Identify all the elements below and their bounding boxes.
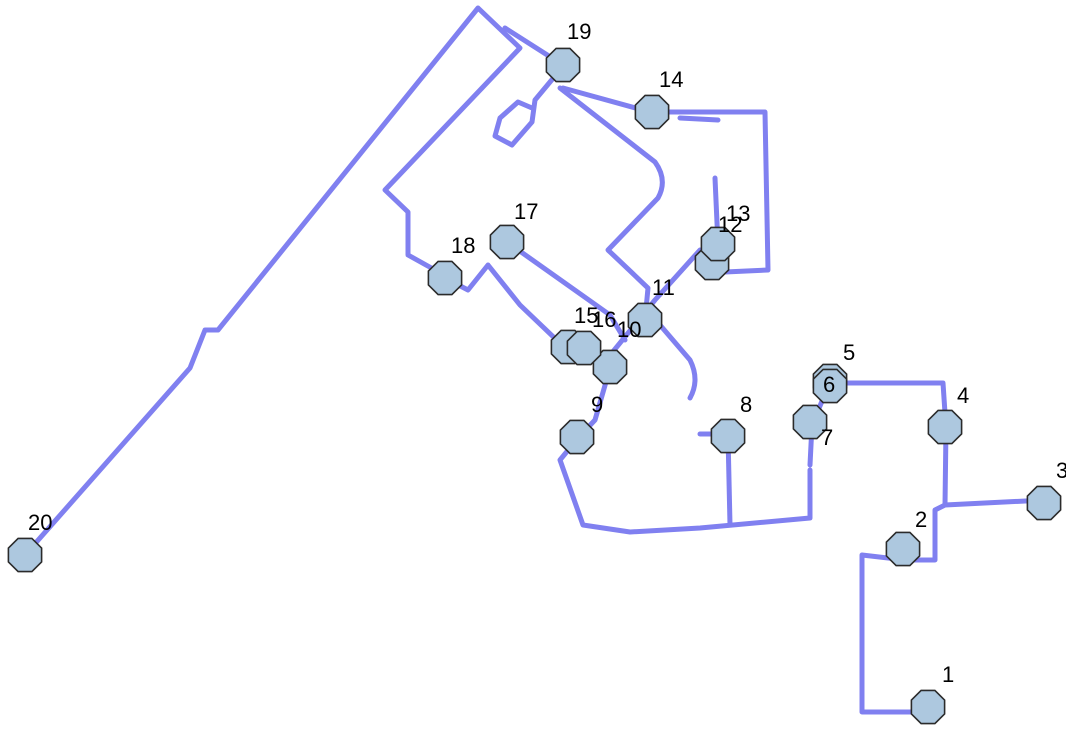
route-segment-west-loop: [22, 5, 523, 558]
stop-label-4: 4: [957, 383, 969, 408]
stop-label-3: 3: [1056, 458, 1066, 483]
stop-marker-7[interactable]: [792, 404, 828, 440]
route-segment-south-loop: [557, 435, 813, 535]
stop-label-9: 9: [591, 392, 603, 417]
stop-marker-1[interactable]: [910, 689, 946, 725]
stop-label-13: 13: [726, 201, 750, 226]
stop-marker-6[interactable]: [812, 368, 848, 404]
stop-label-5: 5: [843, 340, 855, 365]
stop-label-1: 1: [942, 662, 954, 687]
stop-label-2: 2: [915, 507, 927, 532]
stop-marker-3[interactable]: [1026, 485, 1062, 521]
stop-label-18: 18: [451, 233, 475, 258]
route-segment-10-to-11: [595, 247, 703, 373]
route-segment-11-hook: [657, 322, 698, 401]
stop-label-12: 12: [718, 212, 742, 237]
stop-marker-2[interactable]: [885, 531, 921, 567]
stop-label-19: 19: [567, 19, 591, 44]
stop-marker-20[interactable]: [7, 537, 43, 573]
stop-label-14: 14: [659, 67, 683, 92]
route-segment-north-east-loop: [560, 85, 771, 275]
route-segment-18-to-15: [442, 262, 568, 351]
stop-marker-11[interactable]: [627, 302, 663, 338]
stop-label-15: 15: [574, 303, 598, 328]
stop-label-7: 7: [821, 425, 833, 450]
route-segment-tear-loop: [492, 67, 563, 148]
route-lines: [22, 5, 1048, 715]
stop-marker-9[interactable]: [559, 419, 595, 455]
route-segment-14-link: [677, 115, 721, 123]
stop-marker-16[interactable]: [566, 330, 602, 366]
stop-label-20: 20: [28, 510, 52, 535]
stop-label-6: 6: [823, 372, 835, 397]
stop-label-11: 11: [652, 275, 675, 300]
stop-label-16: 16: [592, 307, 616, 332]
route-segment-17-to-10: [504, 239, 628, 343]
stop-marker-14[interactable]: [634, 94, 670, 130]
stop-markers: [7, 47, 1062, 725]
stop-marker-13[interactable]: [700, 226, 736, 262]
stop-label-8: 8: [740, 392, 752, 417]
stop-marker-18[interactable]: [427, 260, 463, 296]
stop-marker-4[interactable]: [927, 409, 963, 445]
stop-marker-19[interactable]: [545, 47, 581, 83]
stop-label-17: 17: [514, 199, 538, 224]
stop-label-10: 10: [617, 317, 641, 342]
stop-marker-17[interactable]: [489, 224, 525, 260]
route-segment-central-hook: [557, 85, 665, 323]
stop-marker-8[interactable]: [710, 418, 746, 454]
